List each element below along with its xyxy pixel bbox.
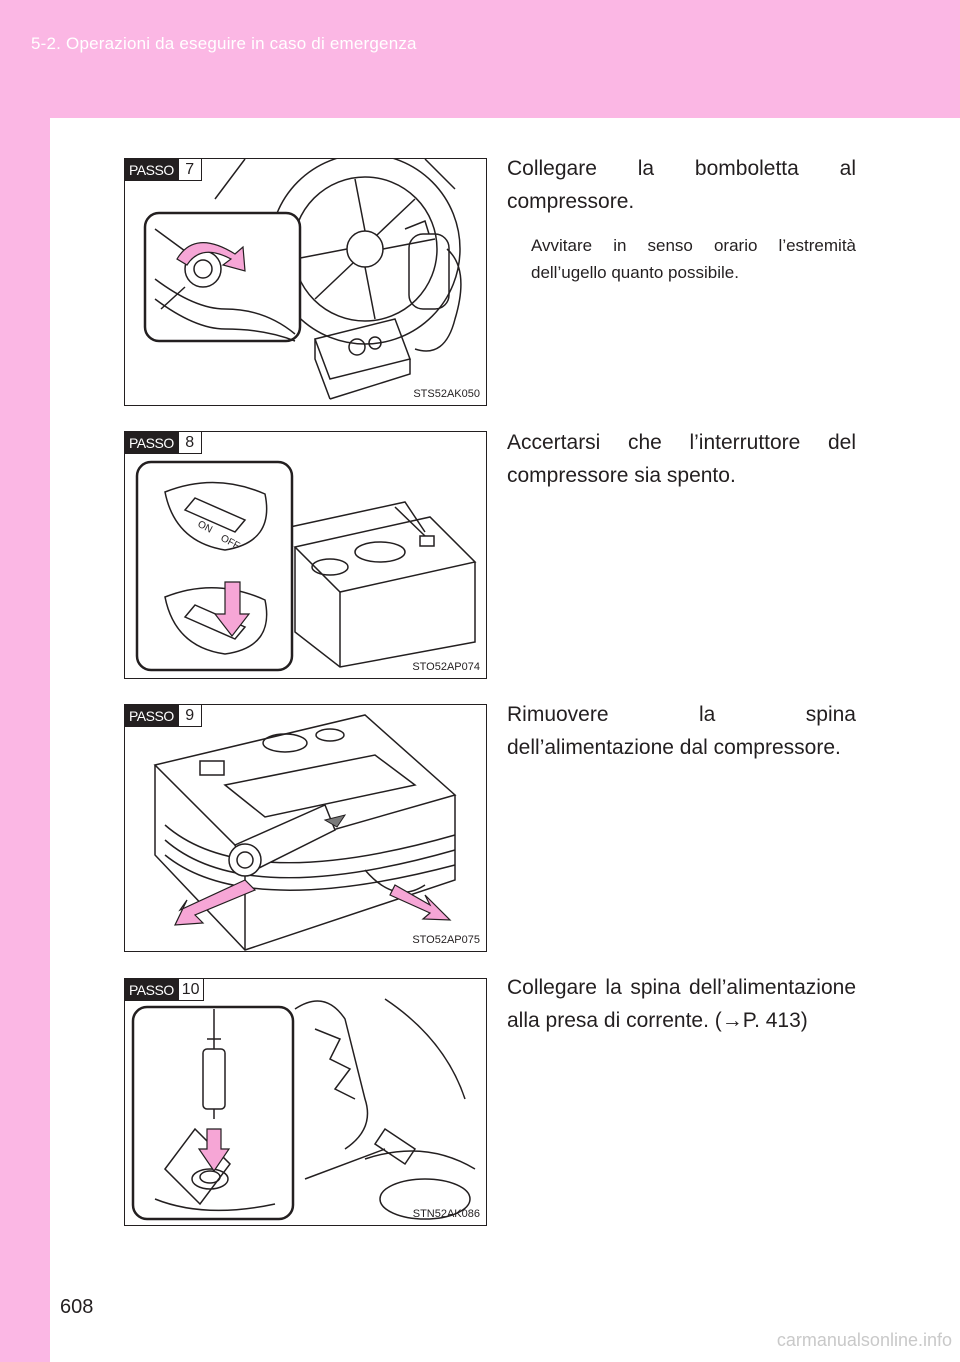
- figure-code: STO52AP074: [412, 661, 480, 673]
- step-badge-number: 8: [177, 432, 202, 454]
- step-badge-number: 10: [177, 979, 204, 1001]
- illustration-compressor-switch: ON OFF: [135, 460, 477, 672]
- figure-code: STS52AK050: [413, 388, 480, 400]
- figure-step-10: PASSO 10 STN52AK086: [124, 978, 487, 1226]
- page-number: 608: [60, 1296, 94, 1318]
- illustration-tire-bottle: [143, 159, 462, 400]
- illustration-power-socket: [131, 998, 476, 1221]
- step-badge-number: 9: [177, 705, 202, 727]
- step-7-note: Avvitare in senso orario l’estremità del…: [531, 236, 856, 282]
- step-8-text: Accertarsi che l’interruttore del compre…: [507, 431, 856, 487]
- step-9-text: Rimuovere la spina dell’alimentazione da…: [507, 703, 856, 759]
- illustration-unplug-cord: [153, 714, 457, 951]
- step-badge-label: PASSO: [125, 432, 178, 454]
- step-badge-label: PASSO: [125, 705, 178, 727]
- step-badge-number: 7: [177, 159, 202, 181]
- figure-step-8: ON OFF PASSO 8 STO52AP074: [124, 431, 487, 679]
- figure-step-7: PASSO 7 STS52AK050: [124, 158, 487, 406]
- figure-code: STO52AP075: [412, 934, 480, 946]
- step-7-text: Collegare la bomboletta al compressore.: [507, 157, 856, 213]
- figure-code: STN52AK086: [412, 1208, 480, 1220]
- figure-step-9: PASSO 9 STO52AP075: [124, 704, 487, 952]
- step-badge-label: PASSO: [125, 979, 178, 1001]
- step-badge: PASSO 9: [125, 705, 202, 727]
- section-title: 5-2. Operazioni da eseguire in caso di e…: [31, 34, 417, 53]
- step-10-text: Collegare la spina dell’alimentazione al…: [507, 976, 856, 1032]
- step-badge-label: PASSO: [125, 159, 178, 181]
- side-strip: [0, 118, 50, 1362]
- step-badge: PASSO 7: [125, 159, 202, 181]
- step-badge: PASSO 10: [125, 979, 204, 1001]
- watermark: carmanualsonline.info: [776, 1330, 952, 1350]
- header-band: [0, 0, 960, 118]
- step-badge: PASSO 8: [125, 432, 202, 454]
